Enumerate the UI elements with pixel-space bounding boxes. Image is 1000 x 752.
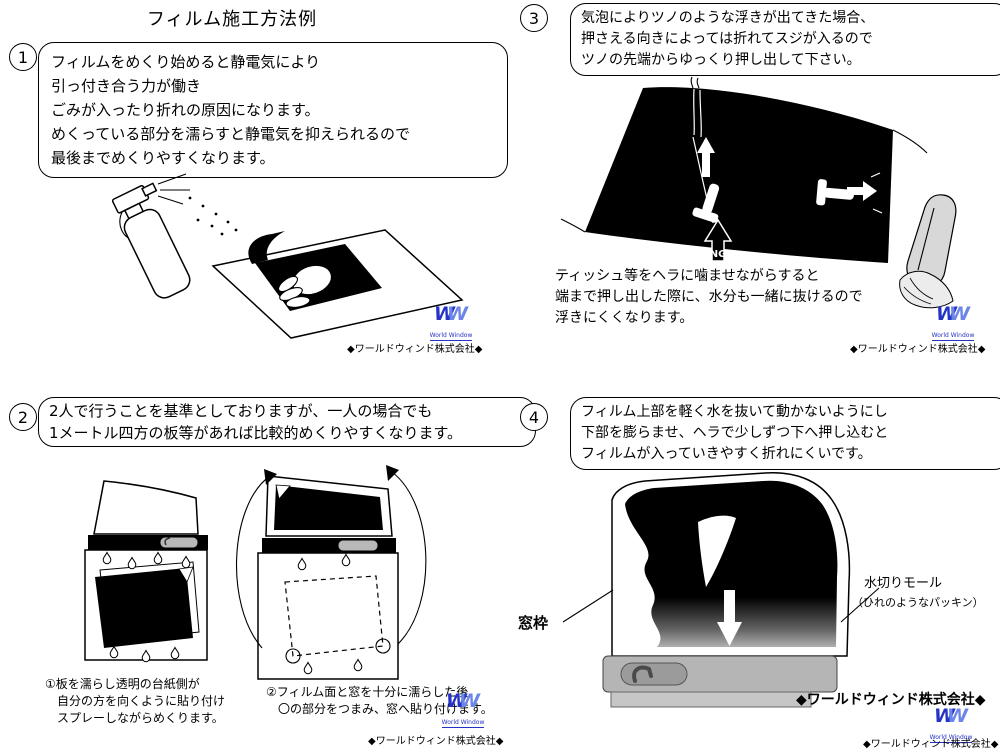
step-3-number: 3 <box>520 4 548 32</box>
door-handle <box>620 662 688 686</box>
spray-mist <box>157 173 238 236</box>
step-1-number: 1 <box>9 43 37 71</box>
step-3-tip: ティッシュ等をヘラに噛ませながらすると 端まで押し出した際に、水分も一緒に抜ける… <box>555 268 863 326</box>
company-name: ◆ワールドウィンド株式会社◆ <box>850 344 986 355</box>
step-2-caption-1: ①板を濡らし透明の台紙側が 自分の方を向くように貼り付け スプレーしながらめくり… <box>45 677 226 725</box>
company-name: ◆ワールドウィンド株式会社◆ <box>347 344 483 355</box>
window-glass <box>93 480 199 535</box>
ww-logo-text: World Window <box>441 719 485 728</box>
door-panel <box>257 552 399 680</box>
step-3-note: 気泡によりツノのような浮きが出てきた場合、 押さえる向きによっては折れてスジが入… <box>570 3 1000 76</box>
hand <box>277 264 333 308</box>
company-name: ◆ワールドウィンド株式会社◆ <box>863 739 999 750</box>
film-sheet <box>211 229 464 339</box>
film-being-inserted <box>625 480 838 647</box>
world-window-logo: WW World Window <box>440 692 486 728</box>
ng-arrow: NG <box>703 218 733 262</box>
company-name: ◆ワールドウィンド株式会社◆ <box>368 736 504 747</box>
step-2-illustration <box>84 465 427 680</box>
step-4-note: フィルム上部を軽く水を抜いて動かないようにし 下部を膨らませ、ヘラで少しずつ下へ… <box>570 397 1000 470</box>
step-2-number: 2 <box>9 403 37 431</box>
door-with-board <box>84 480 208 663</box>
door-sill-lower <box>610 691 812 708</box>
step-4-number: 4 <box>520 403 548 431</box>
pinch-point-circle <box>285 648 301 664</box>
step-1-note: フィルムをめくり始めると静電気により 引っ付き合う力が働き ごみが入ったり折れの… <box>38 42 508 178</box>
ww-logo-mark: WW <box>446 690 480 712</box>
bubble-horn-line <box>690 76 694 89</box>
ww-logo-mark: WW <box>934 705 968 727</box>
world-window-logo: WW World Window <box>428 305 474 341</box>
ng-label: NG <box>710 249 727 260</box>
up-arrow-icon <box>697 137 715 177</box>
step-1-illustration <box>111 173 464 339</box>
molding-sublabel: （ひれのようなパッキン） <box>852 596 984 609</box>
tinted-window: NG <box>560 87 928 263</box>
door-with-film-applied <box>235 465 427 680</box>
ww-logo-text: World Window <box>929 734 973 743</box>
squeegee-with-tissue <box>899 194 957 309</box>
step-4-illustration <box>562 472 880 708</box>
bubble-horn-line <box>696 77 700 89</box>
step-2-note: 2人で行うことを基準としておりますが、一人の場合でも 1メートル四方の板等があれ… <box>38 397 536 447</box>
page-title: フィルム施工方法例 <box>146 9 318 30</box>
down-arrow-icon <box>717 590 742 646</box>
company-name-bold: ◆ワールドウィンド株式会社◆ <box>796 692 986 708</box>
window-frame-label: 窓枠 <box>518 614 549 632</box>
ww-logo-mark: WW <box>434 303 468 325</box>
step-2-caption-2: ②フィルム面と窓を十分に濡らした後 〇の部分をつまみ、窓へ貼り付けます。 <box>266 685 493 716</box>
film-on-board <box>95 568 193 648</box>
ww-logo-mark: WW <box>936 303 970 325</box>
molding-leader-line <box>840 587 880 623</box>
ww-logo-text: World Window <box>931 332 975 341</box>
ww-logo-text: World Window <box>429 332 473 341</box>
squeegee-icon <box>692 183 720 223</box>
window-frame-leader-line <box>562 589 614 623</box>
pinch-point-circle <box>375 638 391 654</box>
right-arrow-icon <box>847 181 877 201</box>
flip-arrow <box>235 475 271 649</box>
step-3-illustration: NG <box>560 76 957 309</box>
world-window-logo: WW World Window <box>928 707 974 743</box>
spray-bottle-icon <box>111 182 191 299</box>
squeegee-icon <box>816 179 855 206</box>
film-bulge-highlight <box>698 515 736 587</box>
flip-arrow <box>391 471 427 645</box>
applied-film <box>274 485 383 530</box>
world-window-logo: WW World Window <box>930 305 976 341</box>
molding-label: 水切りモール <box>864 576 943 591</box>
